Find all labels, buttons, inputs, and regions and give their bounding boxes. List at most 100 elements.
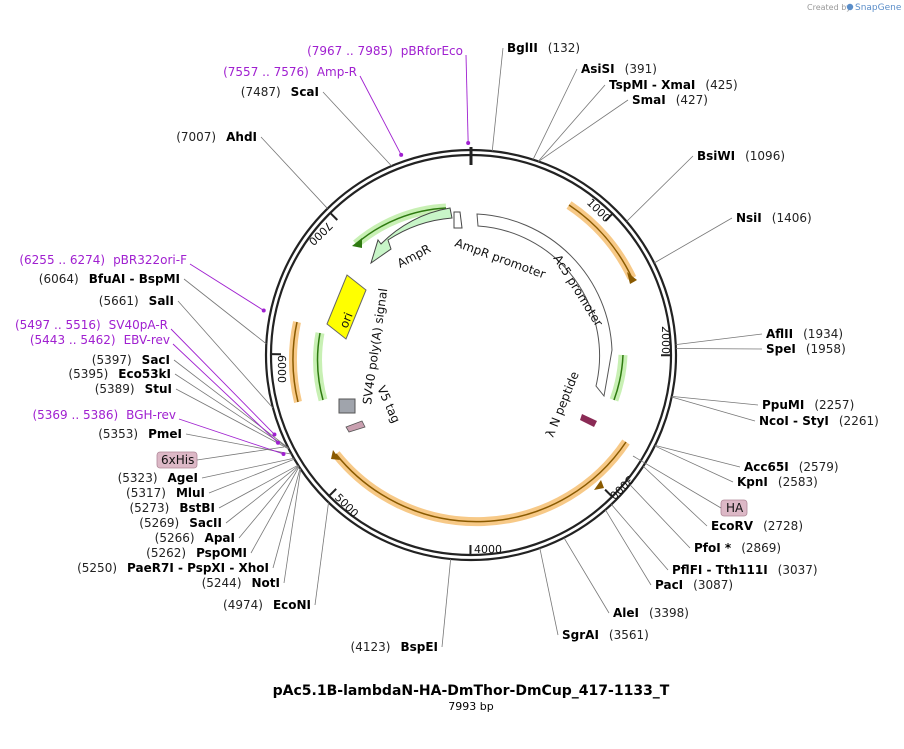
site-saci: (5397)SacI — [92, 353, 289, 449]
primer-label: (5369 .. 5386)BGH-rev — [32, 408, 176, 422]
feature-arc-green-1-line — [355, 207, 447, 245]
site-lead — [218, 464, 299, 509]
feature-arc-orange-2 — [332, 439, 630, 527]
site-label: SgrAI(3561) — [562, 628, 649, 642]
map-length: 7993 bp — [448, 700, 493, 713]
feature-arc-orange-1-line — [568, 204, 633, 279]
site-sali: (5661)SalI — [99, 294, 274, 409]
site-lead — [538, 99, 629, 162]
primer-pbr322orif: (6255 .. 6274)pBR322ori-F — [19, 253, 266, 313]
feature-arc-orange-2-head — [594, 480, 604, 490]
site-lead — [539, 548, 559, 636]
primer-label: (5497 .. 5516)SV40pA-R — [15, 318, 168, 332]
tag-6xhis-lead — [196, 446, 285, 461]
feature-arc-green-3-line — [316, 332, 324, 401]
site-agei: (5323)AgeI — [118, 457, 295, 485]
site-econi: (4974)EcoNI — [223, 502, 329, 612]
site-lead — [283, 469, 302, 584]
site-label: TspMI - XmaI(425) — [609, 78, 738, 92]
tick-label-2000: 2000 — [659, 326, 672, 354]
site-label: (4974)EcoNI — [223, 598, 311, 612]
site-label: (5250)PaeR7I - PspXI - XhoI — [77, 561, 269, 575]
site-label: (4123)BspEI — [351, 640, 438, 654]
feature-arc-orange-2-line — [335, 441, 627, 523]
site-lead — [563, 537, 610, 614]
primer-ampr: (7557 .. 7576)Amp-R — [223, 65, 404, 157]
credit: Created by SnapGene — [807, 3, 902, 13]
site-lead — [654, 444, 741, 468]
tag-ha-label: HA — [726, 501, 744, 515]
site-lead — [491, 47, 504, 152]
site-mlui: (5317)MluI — [126, 458, 295, 500]
site-lead — [626, 155, 694, 222]
feature-arc-orange-1-head — [627, 272, 637, 284]
site-label: (5317)MluI — [126, 486, 205, 500]
feature-arc-orange-2-head-b — [331, 450, 340, 460]
tick-mark-5000 — [328, 488, 337, 497]
site-label: AflII(1934) — [766, 327, 843, 341]
site-eco53ki: (5395)Eco53kI — [68, 367, 289, 449]
site-label: KpnI(2583) — [737, 475, 818, 489]
credit-prefix: Created by — [807, 3, 851, 12]
lambda-n-label: λ N peptide — [543, 370, 582, 440]
site-pfoi: PfoI *(2869) — [629, 484, 781, 555]
site-label: BglII(132) — [507, 41, 580, 55]
site-sacii: (5269)SacII — [139, 465, 299, 530]
features: AmpR AmpR promoter Ac5 promoter λ N pept… — [288, 201, 637, 527]
site-pflfi: PflFI - Tth111I(3037) — [611, 504, 818, 577]
site-sgrai: SgrAI(3561) — [539, 548, 649, 642]
primer-lead — [465, 54, 469, 144]
site-lead — [238, 465, 300, 539]
site-paer7i: (5250)PaeR7I - PspXI - XhoI — [77, 468, 301, 575]
primer-label: (7967 .. 7985)pBRforEco — [307, 44, 463, 58]
tag-6xhis-label: 6xHis — [161, 453, 194, 467]
site-ppumi: PpuMI(2257) — [671, 396, 854, 412]
site-lead — [225, 465, 299, 524]
site-bstbi: (5273)BstBI — [129, 464, 299, 515]
site-lead — [183, 278, 267, 345]
site-label: PfoI *(2869) — [694, 541, 781, 555]
site-lead — [611, 504, 669, 571]
primer-lead — [170, 328, 275, 435]
site-label: NcoI - StyI(2261) — [759, 414, 879, 428]
site-lead — [654, 445, 734, 483]
site-label: (5273)BstBI — [129, 501, 215, 515]
site-acc65i: Acc65I(2579) — [654, 444, 839, 474]
site-asisi: AsiSI(391) — [532, 62, 657, 160]
site-bspei: (4123)BspEI — [351, 558, 452, 654]
feature-arc-green-2-line — [613, 354, 624, 401]
site-lead — [642, 465, 708, 527]
tick-label-6000: 6000 — [275, 355, 288, 383]
site-bglii: BglII(132) — [491, 41, 580, 152]
lambda-n-block — [580, 414, 597, 427]
site-label: (5395)Eco53kI — [68, 367, 171, 381]
site-label: (5266)ApaI — [155, 531, 235, 545]
site-label: NsiI(1406) — [736, 211, 812, 225]
credit-brand: SnapGene — [855, 3, 902, 13]
site-lead — [314, 502, 329, 606]
site-label: PacI(3087) — [655, 578, 733, 592]
primer-binding-mark — [276, 440, 281, 445]
site-lead — [260, 136, 328, 209]
primer-binding-mark — [466, 141, 471, 146]
tick-label-5000: 5000 — [332, 491, 361, 520]
site-label: (5323)AgeI — [118, 471, 198, 485]
primer-sv40par: (5497 .. 5516)SV40pA-R — [15, 318, 277, 437]
primer-binding-mark — [281, 451, 286, 456]
site-label: PpuMI(2257) — [762, 398, 854, 412]
site-label: AsiSI(391) — [581, 62, 657, 76]
site-label: (5661)SalI — [99, 294, 174, 308]
site-pspomi: (5262)PspOMI — [146, 466, 300, 560]
site-alei: AleI(3398) — [563, 537, 689, 620]
site-label: SpeI(1958) — [766, 342, 846, 356]
site-lead — [532, 68, 578, 160]
site-noti: (5244)NotI — [202, 469, 302, 590]
snapgene-logo-icon — [846, 3, 854, 11]
primer-lead — [172, 343, 279, 444]
tick-mark-7000 — [329, 212, 339, 221]
ori-block — [326, 274, 367, 340]
primer-bghrev: (5369 .. 5386)BGH-rev — [32, 408, 286, 456]
map-title: pAc5.1B-lambdaN-HA-DmThor-DmCup_417-1133… — [273, 683, 670, 699]
feature-arc-green-2 — [609, 354, 628, 402]
